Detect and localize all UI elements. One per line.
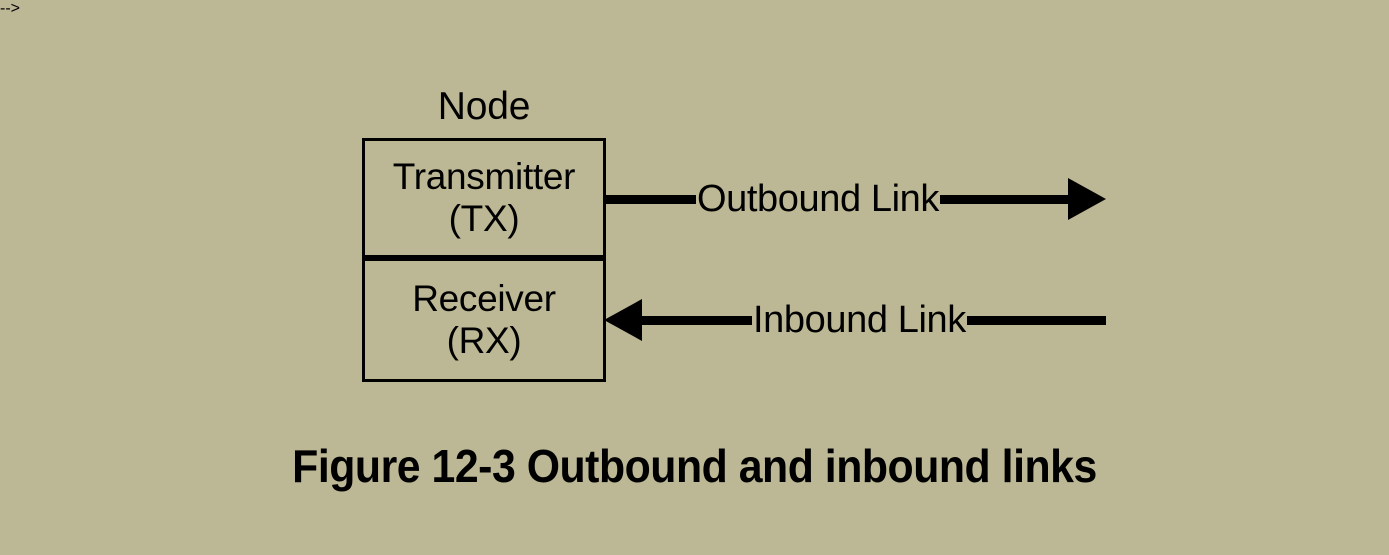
inbound-link: Inbound Link: [604, 297, 1106, 343]
inbound-line-right: [966, 315, 1106, 325]
transmitter-title: Transmitter: [392, 156, 576, 197]
outbound-link: Outbound Link: [604, 176, 1106, 222]
outbound-link-label: Outbound Link: [697, 178, 939, 220]
outbound-line-left: [604, 194, 696, 204]
figure-caption: Figure 12-3 Outbound and inbound links: [292, 440, 1097, 492]
node-box: Transmitter (TX) Receiver (RX): [362, 138, 606, 382]
outbound-line-right: [940, 194, 1068, 204]
inbound-link-label: Inbound Link: [753, 299, 966, 341]
receiver-abbrev: (RX): [446, 320, 522, 361]
transmitter-abbrev: (TX): [448, 198, 520, 239]
receiver-title: Receiver: [412, 278, 556, 319]
transmitter-cell: Transmitter (TX): [362, 138, 606, 258]
arrow-left-icon: [604, 299, 642, 341]
receiver-cell: Receiver (RX): [362, 258, 606, 382]
node-label: Node: [437, 85, 531, 128]
arrow-right-icon: [1068, 178, 1106, 220]
inbound-line-left: [642, 315, 752, 325]
